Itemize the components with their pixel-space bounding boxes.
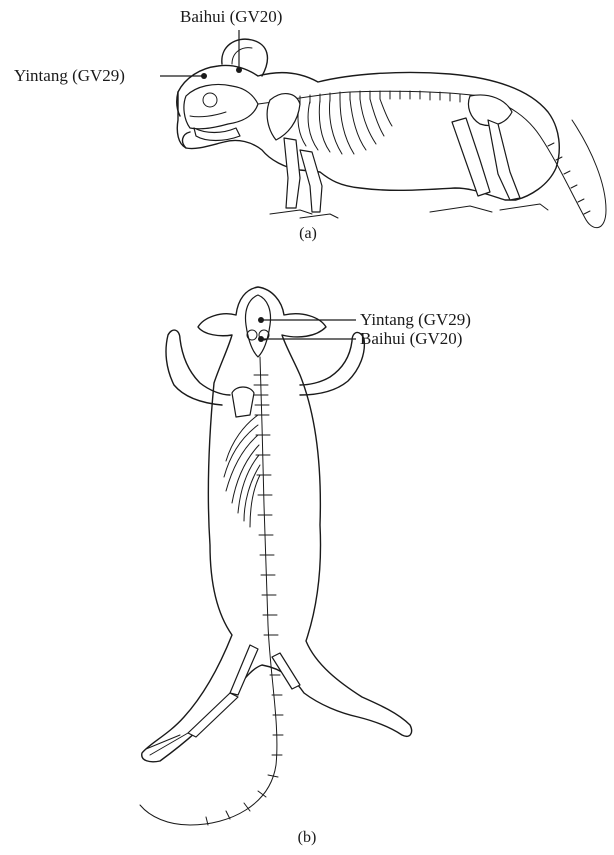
yintang-point-a [201,73,207,79]
rat-front-leg [284,138,300,208]
rat-ribs [298,99,392,154]
figure-panel-a: Baihui (GV20) Yintang (GV29) (a) [0,0,614,250]
rat-dorsal-skeleton-drawing [0,265,614,855]
rat-dorsal-right-femur [272,653,300,689]
baihui-label-b: Baihui (GV20) [360,329,462,349]
rat-dorsal-scapula [232,387,254,417]
rat-right-arm [300,332,364,395]
panel-b-caption: (b) [287,829,327,847]
rat-hind-paw [430,204,548,212]
rat-scapula [267,94,300,140]
baihui-label-a: Baihui (GV20) [180,7,282,27]
baihui-point-b [258,336,264,342]
rat-dorsal-spine [140,357,277,825]
panel-a-caption: (a) [288,225,328,243]
yintang-label-b: Yintang (GV29) [360,310,471,330]
rat-lateral-skeleton-drawing [0,0,614,250]
yintang-point-b [258,317,264,323]
rat-dorsal-skull [246,295,271,357]
rat-hind-leg [452,118,490,196]
rat-jaw [194,128,240,141]
yintang-label-a: Yintang (GV29) [14,66,125,86]
figure-panel-b: Yintang (GV29) Baihui (GV20) (b) [0,265,614,855]
rat-ear [222,39,268,76]
rat-skull [184,84,258,128]
baihui-point-a [236,67,242,73]
rat-front-paw [270,210,338,218]
rat-dorsal-body-outline [142,287,412,762]
rat-dorsal-vertebrae [206,375,283,825]
rat-dorsal-ribs [224,415,260,527]
rat-dorsal-left-tibia [188,693,238,737]
